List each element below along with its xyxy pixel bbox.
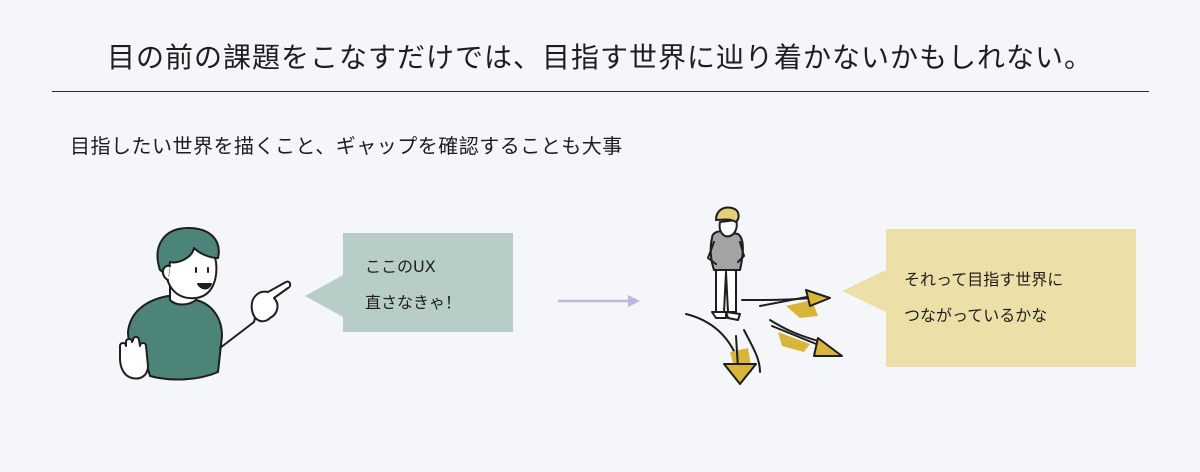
- connector-arrow: [558, 295, 640, 307]
- speech-bubble-right-line-1: それって目指す世界に: [904, 270, 1064, 289]
- pointing-person-illustration: [119, 227, 292, 381]
- crossroads-illustration: [685, 206, 843, 385]
- speech-bubble-left: ここのUX 直さなきゃ！: [305, 233, 513, 332]
- speech-bubble-right-tail: [842, 270, 886, 312]
- page-title: 目の前の課題をこなすだけでは、目指す世界に辿り着かないかもしれない。: [106, 41, 1093, 74]
- speech-bubble-right-line-2: つながっているかな: [904, 306, 1048, 325]
- page-subtitle: 目指したい世界を描くこと、ギャップを確認することも大事: [70, 134, 623, 158]
- speech-bubble-right: それって目指す世界に つながっているかな: [842, 229, 1136, 367]
- speech-bubble-left-line-1: ここのUX: [365, 257, 436, 276]
- title-divider: [52, 91, 1149, 92]
- speech-bubble-left-line-2: 直さなきゃ！: [365, 293, 462, 312]
- speech-bubble-left-tail: [305, 275, 343, 317]
